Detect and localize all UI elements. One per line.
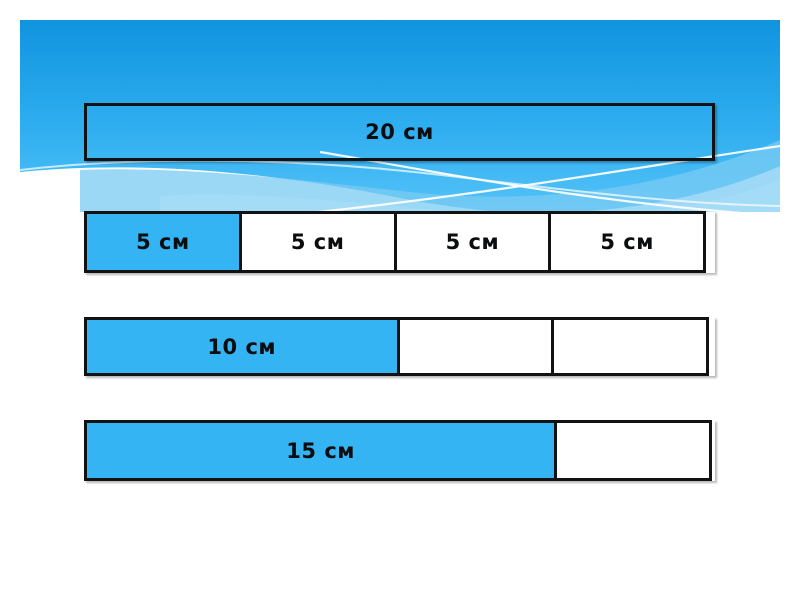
wave-band-light [160,166,780,212]
bar-segment-label: 10 см [207,334,277,359]
bar-segment: 5 см [84,211,242,273]
bar-segment: 15 см [84,420,558,481]
bar-segment [551,317,709,376]
bar-segment-label: 20 см [365,120,434,144]
bar-segment: 10 см [84,317,400,376]
bar-segment: 5 см [548,211,706,273]
wave-stroke-c [20,159,780,207]
bar-segment-label: 5 см [600,230,654,254]
bar-row-15-5: 15 см [84,420,715,481]
bar-segment [396,317,555,376]
bar-segment [554,420,712,481]
bar-segment-label: 5 см [136,230,190,254]
bar-segment: 20 см [84,103,715,161]
wave-stroke-a [319,150,743,212]
bar-row-10-10: 10 см [84,317,715,376]
bar-segment-label: 5 см [445,230,500,254]
bar-segment: 5 см [393,211,552,273]
bar-segment-label: 5 см [290,230,345,254]
bar-row-5-5-5-5: 5 см 5 см 5 см 5 см [84,211,715,273]
bar-row-20: 20 см [84,103,715,161]
bar-segment: 5 см [238,211,397,273]
bar-segment-label: 15 см [286,438,355,463]
